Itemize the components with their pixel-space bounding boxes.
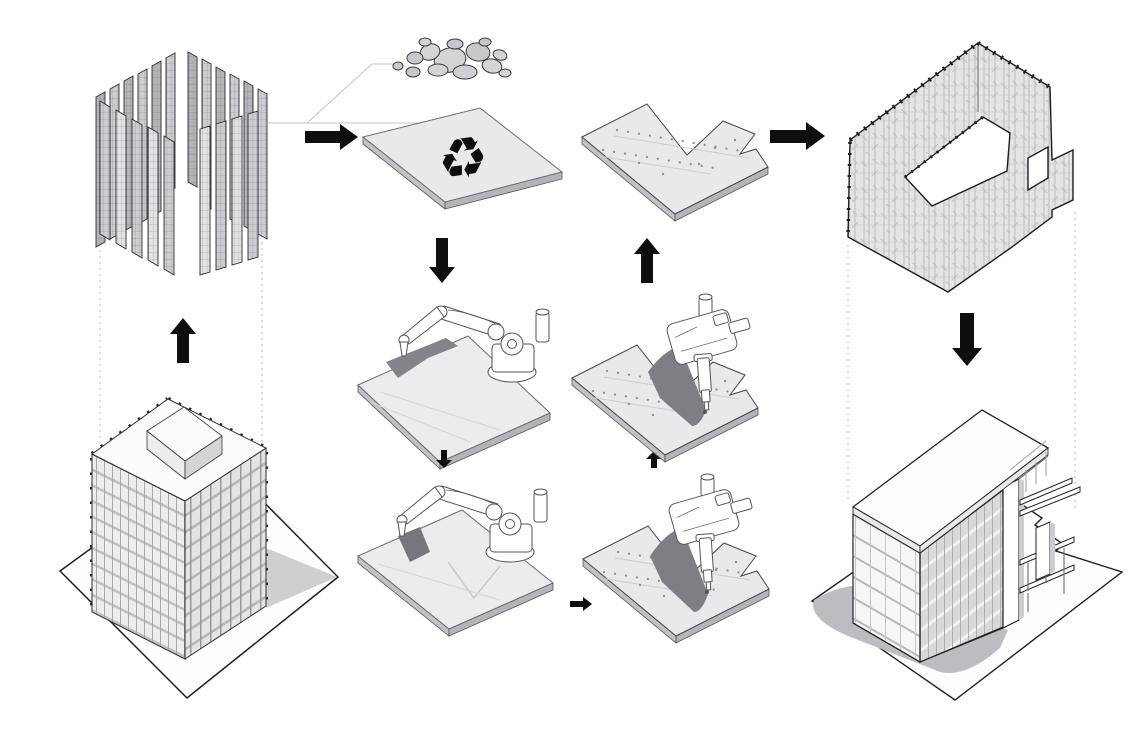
arrow-tower-to-facade (170, 318, 196, 363)
cut-panel (580, 102, 770, 223)
recycling-icon: ♻ (438, 123, 488, 195)
facade-strip (115, 109, 127, 250)
milling-cut-marks (447, 561, 501, 600)
new-building-base-edge (852, 622, 1004, 663)
facade-strip (199, 125, 211, 276)
robotic-cutting (581, 473, 771, 645)
recycling-slab-top (361, 107, 564, 203)
facade-strip (147, 126, 159, 267)
facade-strip (187, 51, 198, 188)
robotic-milling-1 (357, 305, 551, 470)
leader-lines (268, 63, 419, 124)
arrow-facade-to-recycling (305, 124, 358, 150)
new-building-annex (1019, 521, 1075, 612)
reassembled-enclosure (846, 41, 1074, 293)
milling-slab-seam (369, 391, 501, 443)
facade-strip (215, 120, 227, 271)
enclosure-walls (847, 42, 1074, 293)
new-building (810, 409, 1124, 701)
existing-tower (58, 396, 340, 700)
notched-slab (580, 102, 770, 223)
milling-slab-seam (377, 563, 501, 601)
robotic-drilling (570, 293, 760, 464)
leader-line-rubble (306, 63, 398, 124)
robotic-milling-2 (357, 485, 554, 637)
new-building-core (1002, 478, 1020, 629)
tower-shadow (266, 548, 337, 608)
new-building-roof-edge (919, 447, 1049, 554)
recycling-slab: ♻ (361, 107, 564, 210)
arrow-panel-to-enclosure (770, 122, 825, 150)
facade-strip (163, 135, 175, 276)
facade-strip (99, 100, 111, 241)
robot-shadow (398, 527, 430, 562)
robot-shadow (648, 346, 706, 426)
arrow-enclosure-to-building (952, 313, 982, 366)
robot-shadow (650, 528, 708, 612)
new-building-left-face (852, 512, 921, 664)
arrow-recycling-to-milling (429, 238, 455, 283)
tower-right-face (184, 447, 267, 660)
facade-strip (231, 115, 243, 266)
arrow-milling2-to-cutting (570, 597, 592, 611)
new-building-pergola (1009, 440, 1049, 492)
annex-panel (1035, 521, 1051, 581)
annex-panel-shade (1050, 522, 1055, 574)
facade-strip (257, 88, 268, 240)
new-building-bridge-slab (1019, 477, 1073, 506)
tower-rooftop-box (146, 406, 223, 480)
facade-panel-ring (95, 51, 268, 276)
facade-strip (131, 118, 143, 259)
alignment-guides (99, 212, 1076, 512)
facade-strip (247, 110, 259, 261)
new-building-right-face (919, 488, 1004, 663)
new-building-bridge-slab (1019, 486, 1081, 517)
tower-left-face (91, 453, 186, 660)
enclosure-jagged-edges (846, 41, 1052, 238)
arrow-milling1-to-milling2 (436, 450, 452, 468)
rubble-pile (392, 37, 512, 80)
arrow-drilling-to-panel (634, 238, 660, 283)
robot-shadow (386, 338, 458, 378)
